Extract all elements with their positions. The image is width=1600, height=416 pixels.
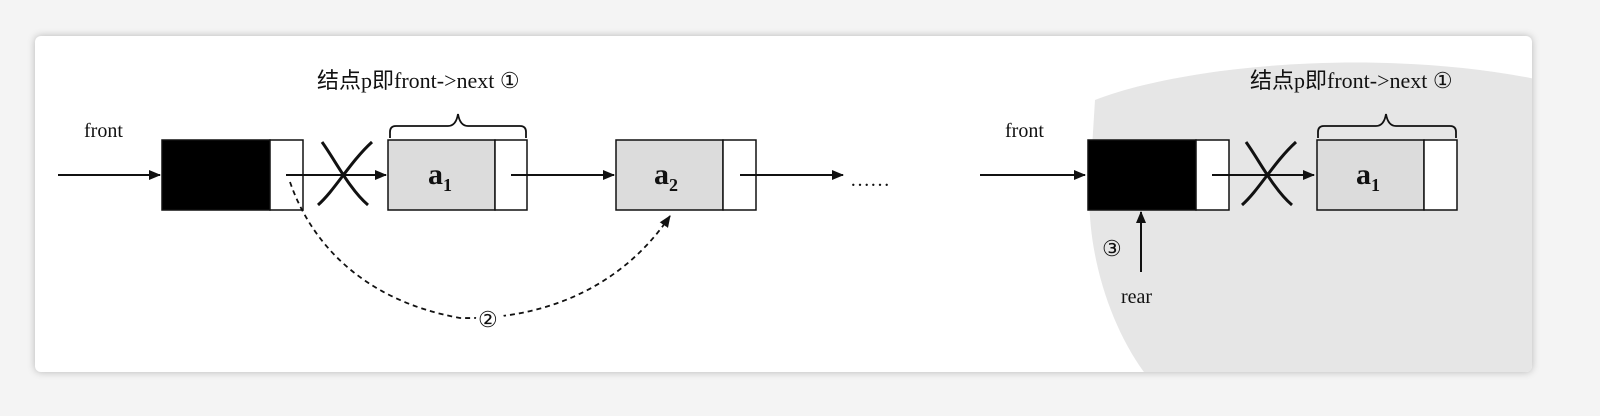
- node-a2-left: a2: [615, 139, 757, 211]
- front-label-left: front: [84, 120, 123, 142]
- svg-text:a2: a2: [654, 158, 678, 195]
- node-a2-label: a: [654, 158, 669, 191]
- ellipsis: ……: [850, 169, 890, 191]
- cross-mark-left: [317, 140, 374, 207]
- queue-dequeue-diagram: front 结点p即front->next ① a1: [58, 62, 1532, 372]
- front-label-right: front: [1005, 120, 1044, 142]
- node-a1-label: a: [428, 158, 443, 191]
- step2-label: ②: [478, 307, 498, 332]
- brace-label-left: 结点p即front->next ①: [317, 68, 520, 93]
- new-link-dashed-curve: [289, 181, 671, 319]
- cross-mark-right: [1241, 140, 1298, 207]
- step2-bg: [476, 305, 504, 333]
- head-node-right: [1087, 139, 1230, 211]
- node-a2-subscript: 2: [669, 175, 678, 195]
- head-node-left: [161, 139, 304, 211]
- brace-left: [389, 113, 527, 138]
- right-diagram: front 结点p即front->next ① a1 ③ rear: [980, 68, 1458, 308]
- node-a1-right-subscript: 1: [1371, 175, 1380, 195]
- node-a1-right-label: a: [1356, 158, 1371, 191]
- diagram-card: front 结点p即front->next ① a1: [35, 36, 1532, 372]
- svg-text:a1: a1: [1356, 158, 1380, 195]
- brace-label-right: 结点p即front->next ①: [1250, 68, 1453, 93]
- rear-label: rear: [1121, 286, 1152, 308]
- node-a1-right: a1: [1316, 139, 1458, 211]
- node-a1-left: a1: [387, 139, 528, 211]
- node-a1-subscript: 1: [443, 175, 452, 195]
- left-diagram: front 结点p即front->next ① a1: [58, 68, 890, 333]
- brace-right: [1317, 113, 1457, 138]
- watermark-blob: [1089, 62, 1532, 372]
- step3-label: ③: [1102, 236, 1122, 261]
- svg-text:a1: a1: [428, 158, 452, 195]
